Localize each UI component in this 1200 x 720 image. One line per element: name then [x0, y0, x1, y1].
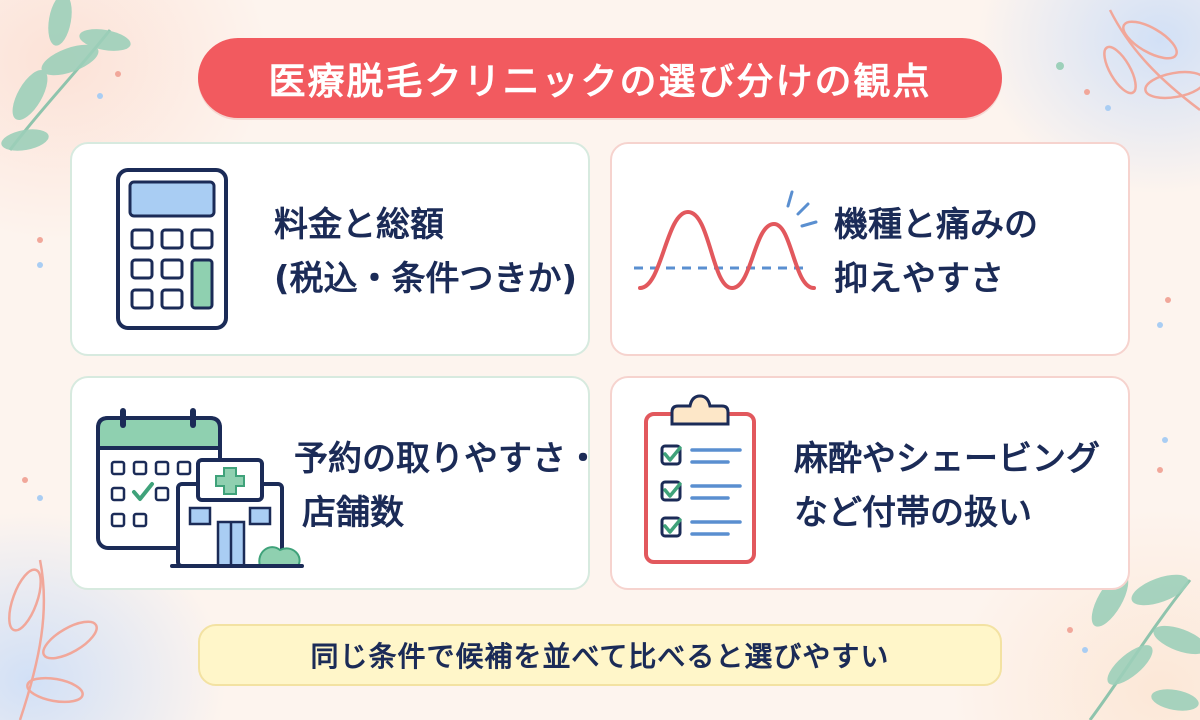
card-extras: 麻酔やシェービング など付帯の扱い	[610, 376, 1130, 590]
checklist-clipboard-icon	[644, 394, 756, 564]
card-extras-line1: 麻酔やシェービング	[794, 439, 1100, 479]
calculator-icon	[116, 168, 228, 330]
calendar-clinic-icon	[96, 408, 304, 568]
card-extras-line2: など付帯の扱い	[794, 493, 1032, 533]
card-price-label: 料金と総額 (税込・条件つきか)	[274, 198, 577, 306]
card-pain-label: 機種と痛みの 抑えやすさ	[834, 198, 1038, 306]
card-price: 料金と総額 (税込・条件つきか)	[70, 142, 590, 356]
card-extras-label: 麻酔やシェービング など付帯の扱い	[794, 432, 1100, 540]
card-pain: 機種と痛みの 抑えやすさ	[610, 142, 1130, 356]
card-booking-line2: 店舗数	[302, 493, 404, 533]
card-price-line2: (税込・条件つきか)	[274, 259, 578, 299]
pain-wave-icon	[634, 190, 818, 291]
card-pain-line2: 抑えやすさ	[834, 259, 1004, 299]
card-booking-label: 予約の取りやすさ・ 店舗数	[294, 432, 600, 540]
title-banner: 医療脱毛クリニックの選び分けの観点	[198, 38, 1002, 118]
page-title: 医療脱毛クリニックの選び分けの観点	[268, 60, 932, 103]
footer-text: 同じ条件で候補を並べて比べると選びやすい	[310, 640, 890, 673]
card-price-line1: 料金と総額	[274, 205, 444, 245]
card-pain-line1: 機種と痛みの	[834, 205, 1038, 245]
card-booking-line1: 予約の取りやすさ・	[294, 439, 600, 479]
footer-banner: 同じ条件で候補を並べて比べると選びやすい	[198, 624, 1002, 686]
card-booking: 予約の取りやすさ・ 店舗数	[70, 376, 600, 590]
